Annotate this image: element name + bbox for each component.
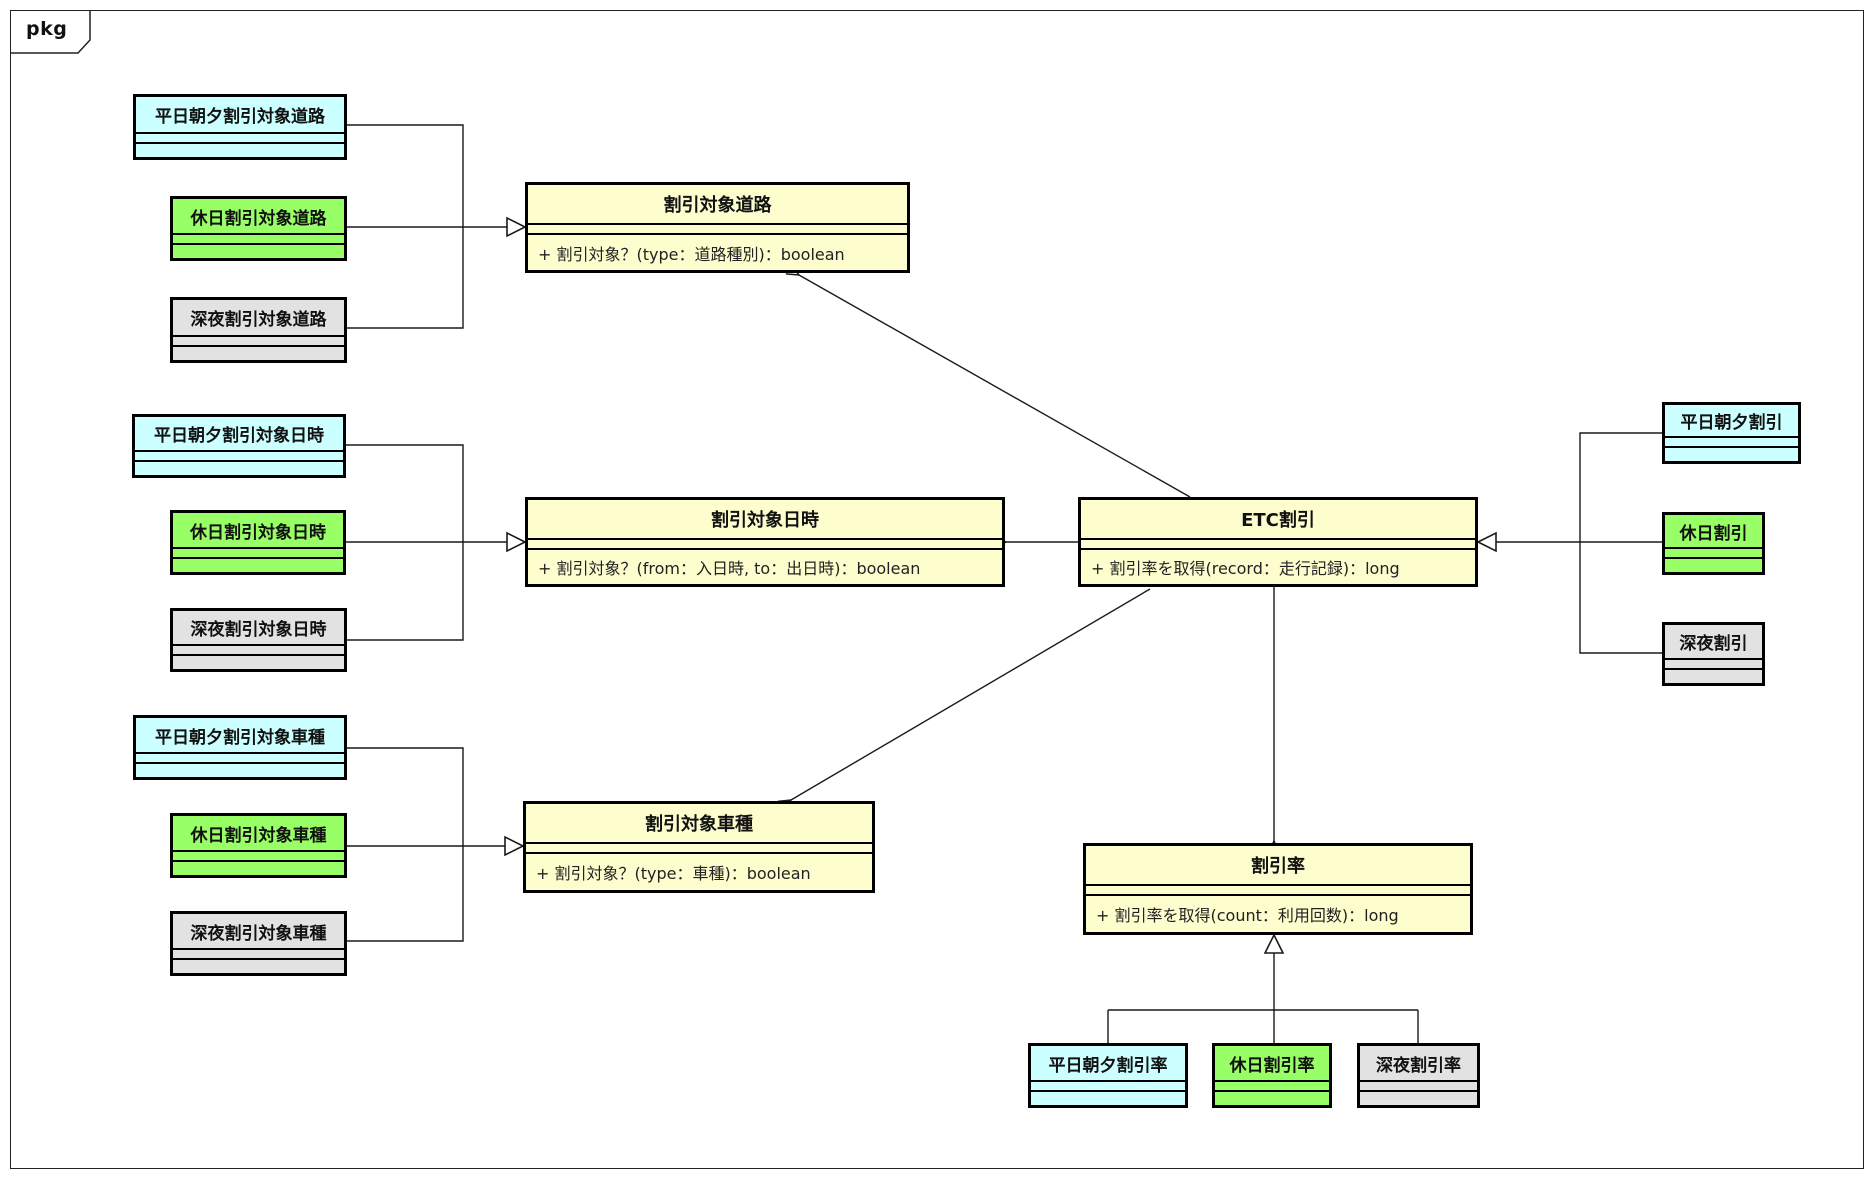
class-attributes-compartment xyxy=(526,844,872,854)
association-etc-to-road xyxy=(785,263,1191,498)
class-methods-compartment xyxy=(1665,670,1762,683)
class-midnight-rate: 深夜割引率 xyxy=(1357,1043,1480,1108)
class-midnight-discount: 深夜割引 xyxy=(1662,622,1765,686)
class-methods-compartment xyxy=(173,245,344,258)
class-discount-target-datetime: 割引対象日時 + 割引対象？(from：入日時, to：出日時)：boolean xyxy=(525,497,1005,587)
class-discount-target-road: 割引対象道路 + 割引対象？(type：道路種別)：boolean xyxy=(525,182,910,273)
class-title: 割引対象日時 xyxy=(528,500,1002,540)
class-holiday-rate: 休日割引率 xyxy=(1212,1043,1332,1108)
class-holiday-discount: 休日割引 xyxy=(1662,512,1765,575)
class-title: 深夜割引率 xyxy=(1360,1046,1477,1082)
class-methods-compartment xyxy=(1665,448,1798,461)
class-midnight-road: 深夜割引対象道路 xyxy=(170,297,347,363)
class-title: 割引対象道路 xyxy=(528,185,907,225)
class-methods-compartment xyxy=(135,462,343,475)
class-methods-compartment xyxy=(1360,1092,1477,1105)
class-title: 平日朝夕割引 xyxy=(1665,405,1798,438)
class-weekday-morning-discount: 平日朝夕割引 xyxy=(1662,402,1801,464)
class-method: + 割引率を取得(count：利用回数)：long xyxy=(1096,906,1399,925)
class-method: + 割引対象？(type：道路種別)：boolean xyxy=(538,244,845,264)
class-attributes-compartment xyxy=(1215,1082,1329,1092)
class-etc-discount: ETC割引 + 割引率を取得(record：走行記録)：long xyxy=(1078,497,1478,587)
generalization-discount-rate xyxy=(1107,933,1419,1043)
class-weekday-morning-rate: 平日朝夕割引率 xyxy=(1028,1043,1188,1108)
class-discount-target-vehicle: 割引対象車種 + 割引対象？(type：車種)：boolean xyxy=(523,801,875,893)
class-methods-compartment xyxy=(136,764,344,777)
class-attributes-compartment xyxy=(1665,438,1798,448)
class-attributes-compartment xyxy=(173,235,344,245)
class-title: 平日朝夕割引対象道路 xyxy=(136,97,344,134)
class-method: + 割引率を取得(record：走行記録)：long xyxy=(1091,559,1400,578)
class-title: 休日割引対象車種 xyxy=(173,816,344,852)
package-tab xyxy=(10,10,91,54)
class-title: 休日割引対象日時 xyxy=(173,513,343,549)
class-methods-compartment xyxy=(173,347,344,360)
class-weekday-morning-datetime: 平日朝夕割引対象日時 xyxy=(132,414,346,478)
package-label: pkg xyxy=(26,18,68,40)
generalization-datetime xyxy=(346,444,527,641)
class-title: 深夜割引対象道路 xyxy=(173,300,344,337)
generalization-etc-discount xyxy=(1476,432,1662,654)
class-holiday-road: 休日割引対象道路 xyxy=(170,196,347,261)
package-frame xyxy=(10,10,1864,1169)
class-methods-compartment xyxy=(1665,559,1762,572)
class-title: 休日割引率 xyxy=(1215,1046,1329,1082)
class-attributes-compartment xyxy=(135,452,343,462)
class-attributes-compartment xyxy=(173,337,344,347)
class-title: 深夜割引対象日時 xyxy=(173,611,344,646)
class-methods-compartment xyxy=(173,862,344,875)
class-methods-compartment xyxy=(136,144,344,157)
class-method: + 割引対象？(from：入日時, to：出日時)：boolean xyxy=(538,559,921,578)
class-weekday-morning-road: 平日朝夕割引対象道路 xyxy=(133,94,347,160)
class-attributes-compartment xyxy=(1665,660,1762,670)
class-attributes-compartment xyxy=(528,225,907,235)
class-title: 深夜割引 xyxy=(1665,625,1762,660)
class-attributes-compartment xyxy=(173,950,344,960)
association-etc-to-vehicle xyxy=(777,588,1151,812)
class-attributes-compartment xyxy=(136,134,344,144)
class-attributes-compartment xyxy=(173,852,344,862)
class-title: 平日朝夕割引対象車種 xyxy=(136,718,344,754)
class-title: 割引率 xyxy=(1086,846,1470,886)
class-attributes-compartment xyxy=(173,646,344,656)
class-attributes-compartment xyxy=(528,540,1002,550)
class-title: 休日割引対象道路 xyxy=(173,199,344,235)
association-arrows xyxy=(777,263,1281,854)
class-attributes-compartment xyxy=(173,549,343,559)
class-methods-compartment xyxy=(1215,1092,1329,1105)
class-methods-compartment xyxy=(1031,1092,1185,1105)
class-methods-compartment xyxy=(173,559,343,572)
class-methods-compartment xyxy=(173,656,344,669)
class-attributes-compartment xyxy=(1360,1082,1477,1092)
class-weekday-morning-vehicle: 平日朝夕割引対象車種 xyxy=(133,715,347,780)
generalization-vehicle xyxy=(347,747,525,942)
class-holiday-vehicle: 休日割引対象車種 xyxy=(170,813,347,878)
class-attributes-compartment xyxy=(136,754,344,764)
class-attributes-compartment xyxy=(1031,1082,1185,1092)
class-discount-rate: 割引率 + 割引率を取得(count：利用回数)：long xyxy=(1083,843,1473,935)
class-attributes-compartment xyxy=(1086,886,1470,896)
generalization-road xyxy=(347,124,527,329)
class-holiday-datetime: 休日割引対象日時 xyxy=(170,510,346,575)
class-title: ETC割引 xyxy=(1081,500,1475,540)
class-midnight-datetime: 深夜割引対象日時 xyxy=(170,608,347,672)
class-title: 平日朝夕割引率 xyxy=(1031,1046,1185,1082)
class-title: 深夜割引対象車種 xyxy=(173,914,344,950)
class-attributes-compartment xyxy=(1081,540,1475,550)
class-midnight-vehicle: 深夜割引対象車種 xyxy=(170,911,347,976)
class-methods-compartment xyxy=(173,960,344,973)
class-attributes-compartment xyxy=(1665,549,1762,559)
class-method: + 割引対象？(type：車種)：boolean xyxy=(536,864,811,883)
class-title: 割引対象車種 xyxy=(526,804,872,844)
class-title: 休日割引 xyxy=(1665,515,1762,549)
class-title: 平日朝夕割引対象日時 xyxy=(135,417,343,452)
